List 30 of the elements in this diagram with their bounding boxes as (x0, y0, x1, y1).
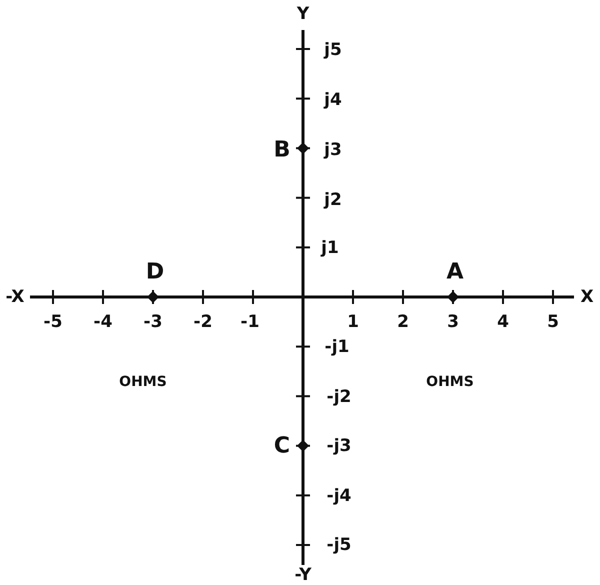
unit-label: OHMS (119, 374, 167, 390)
tick-label: j4 (324, 90, 342, 110)
tick-label: -j4 (326, 486, 352, 506)
axis-label: -X (6, 287, 24, 307)
tick-label: 1 (347, 312, 359, 332)
point-label: A (446, 260, 464, 284)
axis-label: Y (296, 4, 310, 24)
tick-label: j2 (324, 190, 342, 210)
tick-label: -5 (44, 312, 62, 332)
unit-label: OHMS (426, 374, 474, 390)
tick-label: -j3 (326, 436, 352, 456)
tick-label: -j2 (326, 387, 352, 407)
tick-label: 3 (447, 312, 459, 332)
tick-label: -3 (144, 312, 162, 332)
tick-label: j3 (324, 140, 342, 160)
tick-label: -1 (240, 312, 260, 332)
tick-label: -2 (194, 312, 212, 332)
tick-label: -j1 (324, 337, 350, 357)
axis-label: X (580, 287, 594, 307)
tick-label: -4 (94, 312, 112, 332)
tick-label: j1 (321, 238, 339, 258)
tick-label: j5 (324, 40, 342, 60)
tick-label: 5 (547, 312, 559, 332)
tick-label: 4 (497, 312, 509, 332)
tick-label: -j5 (326, 535, 352, 555)
point-label: B (274, 138, 290, 162)
point-label: D (146, 260, 164, 284)
axis-label: -Y (294, 565, 312, 585)
tick-label: 2 (397, 312, 409, 332)
point-label: C (274, 434, 290, 458)
